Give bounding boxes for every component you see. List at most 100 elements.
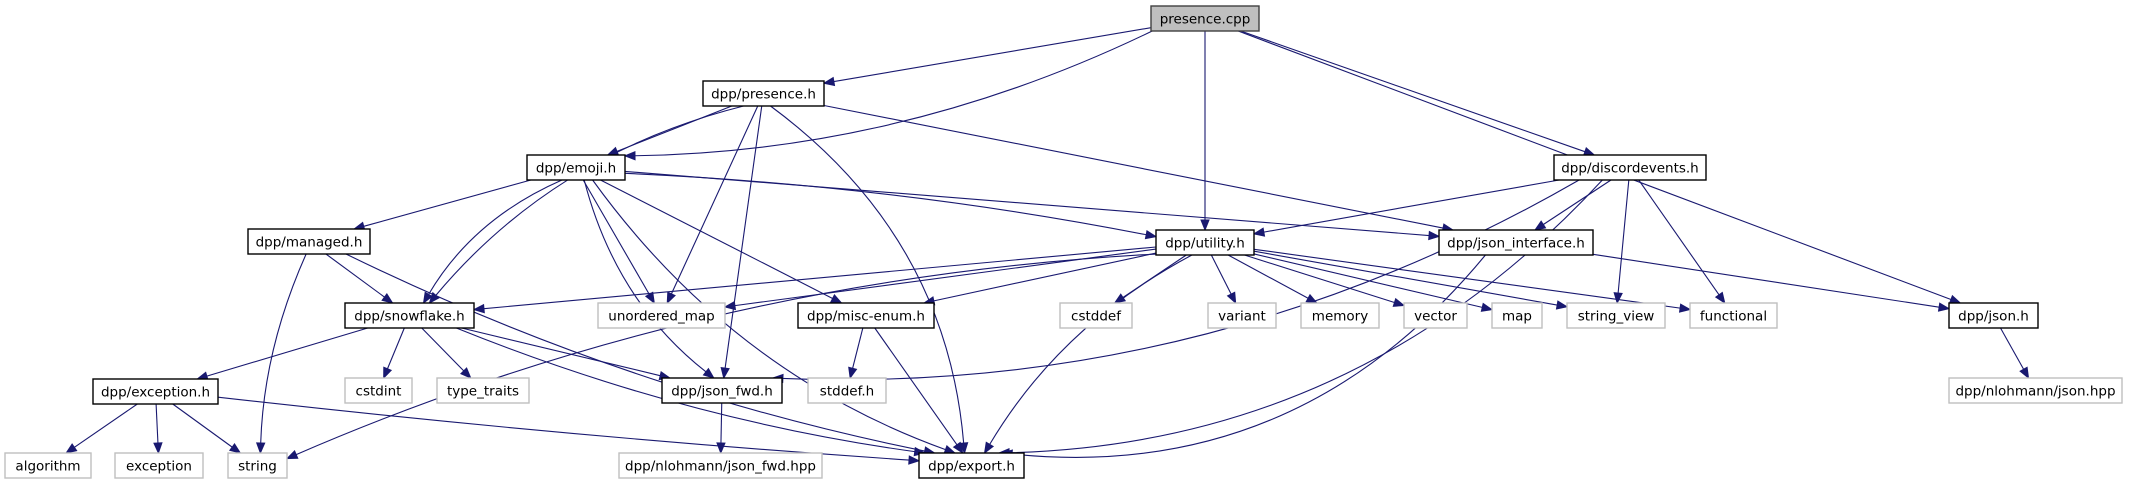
node-label: map [1502,309,1532,325]
node-label: vector [1414,309,1457,325]
edge-line [582,179,650,295]
edge-line [483,246,1157,310]
edge-line [624,170,1430,237]
node-json-interface-h[interactable]: dpp/json_interface.h [1438,229,1594,256]
node-label: cstddef [1071,309,1122,325]
edge-line [1227,254,1309,299]
node-emoji-h[interactable]: dpp/emoji.h [526,154,626,181]
edge-json-fwd-h-to-nlohmann-json-fwd-hpp [716,402,726,455]
edge-line [1253,253,1483,308]
node-export-h[interactable]: dpp/export.h [918,452,1025,479]
edge-misc-enum-h-to-export-h [874,327,964,455]
node-box [1566,302,1666,329]
edge-presence-h-to-json-interface-h [823,104,1455,233]
arrowhead-icon [822,76,836,87]
arrowhead-icon [228,442,242,454]
edge-emoji-h-to-managed-h [352,179,532,231]
edge-line [1253,248,1681,309]
arrowhead-icon [952,441,964,455]
arrowhead-icon [623,151,636,161]
node-type-traits: type_traits [436,377,530,404]
node-label: exception [126,459,192,475]
edge-utility-h-to-unordered-map [723,248,1157,311]
arrowhead-icon [1937,302,1951,312]
edge-line [421,327,465,372]
arrowhead-icon [723,300,737,311]
arrowhead-icon [848,366,858,380]
node-box [661,377,783,404]
node-discordevents-h[interactable]: dpp/discordevents.h [1553,154,1707,181]
node-algorithm: algorithm [4,452,92,479]
arrowhead-icon [1613,292,1623,305]
edge-line [600,179,833,299]
edge-line [363,179,532,227]
edge-line [2000,327,2025,370]
node-label: dpp/discordevents.h [1561,161,1699,177]
node-label: dpp/utility.h [1165,236,1245,252]
arrowhead-icon [153,442,163,455]
node-label: dpp/nlohmann/json.hpp [1955,384,2115,400]
node-snowflake-h[interactable]: dpp/snowflake.h [344,302,475,329]
edge-discordevents-h-to-string-view [1613,179,1630,305]
edge-line [217,396,910,461]
node-variant: variant [1207,302,1277,329]
node-presence-cpp[interactable]: presence.cpp [1150,5,1260,32]
node-box [1553,154,1707,181]
edge-line [724,105,763,369]
node-managed-h[interactable]: dpp/managed.h [247,228,371,255]
node-label: unordered_map [608,309,714,325]
node-json-h[interactable]: dpp/json.h [1948,302,2039,329]
edge-presence-cpp-to-presence-h [822,27,1152,87]
edges-layer [65,27,2030,465]
node-label: variant [1218,309,1266,325]
edge-utility-h-to-map [1253,253,1494,312]
node-utility-h[interactable]: dpp/utility.h [1155,229,1255,256]
arrowhead-icon [422,291,433,305]
edge-line [155,403,159,444]
arrowhead-icon [1226,291,1237,305]
edge-managed-h-to-snowflake-h [325,253,394,304]
node-memory: memory [1300,302,1380,329]
arrowhead-icon [1533,220,1547,231]
edge-discordevents-h-to-utility-h [1252,179,1560,237]
node-json-fwd-h[interactable]: dpp/json_fwd.h [661,377,783,404]
node-label: algorithm [15,459,80,475]
arrowhead-icon [1480,302,1494,312]
node-presence-h[interactable]: dpp/presence.h [702,80,825,107]
node-misc-enum-h[interactable]: dpp/misc-enum.h [797,302,935,329]
node-cstdint: cstdint [344,377,413,404]
edge-json-interface-h-to-json-h [1592,253,1951,312]
edge-presence-cpp-to-emoji-h [623,30,1153,161]
arrowhead-icon [381,292,394,304]
arrowhead-icon [1428,230,1441,241]
node-exception: exception [114,452,204,479]
edge-line [1244,254,1395,304]
edge-json-h-to-nlohmann-json-hpp [2000,327,2030,380]
node-box [526,154,626,181]
node-label: dpp/misc-enum.h [807,309,925,325]
edge-managed-h-to-string [255,253,307,455]
edge-utility-h-to-variant [1210,254,1237,305]
edge-line [260,253,307,444]
node-box [618,452,823,479]
edge-presence-h-to-json-fwd-h [720,105,763,380]
node-box [1300,302,1380,329]
arrowhead-icon [1200,219,1210,232]
node-box [4,452,92,479]
node-label: dpp/presence.h [711,87,816,103]
arrowhead-icon [472,303,485,314]
edge-line [1543,179,1612,225]
edge-line [386,327,405,369]
edge-discordevents-h-to-json-interface-h [1533,179,1612,231]
arrowhead-icon [716,442,726,455]
arrowhead-icon [460,367,472,379]
arrowhead-icon [255,442,266,455]
node-exception-h[interactable]: dpp/exception.h [92,378,219,405]
node-label: stddef.h [820,384,874,400]
node-string-view: string_view [1566,302,1666,329]
edge-json-interface-h-to-export-h [1000,254,1486,459]
node-label: dpp/exception.h [101,385,210,401]
edge-utility-h-to-string-view [1253,250,1569,310]
arrowhead-icon [1113,293,1127,304]
nodes-layer: presence.cpp dpp/presence.h dpp/emoji.h dpp… [4,5,2123,479]
